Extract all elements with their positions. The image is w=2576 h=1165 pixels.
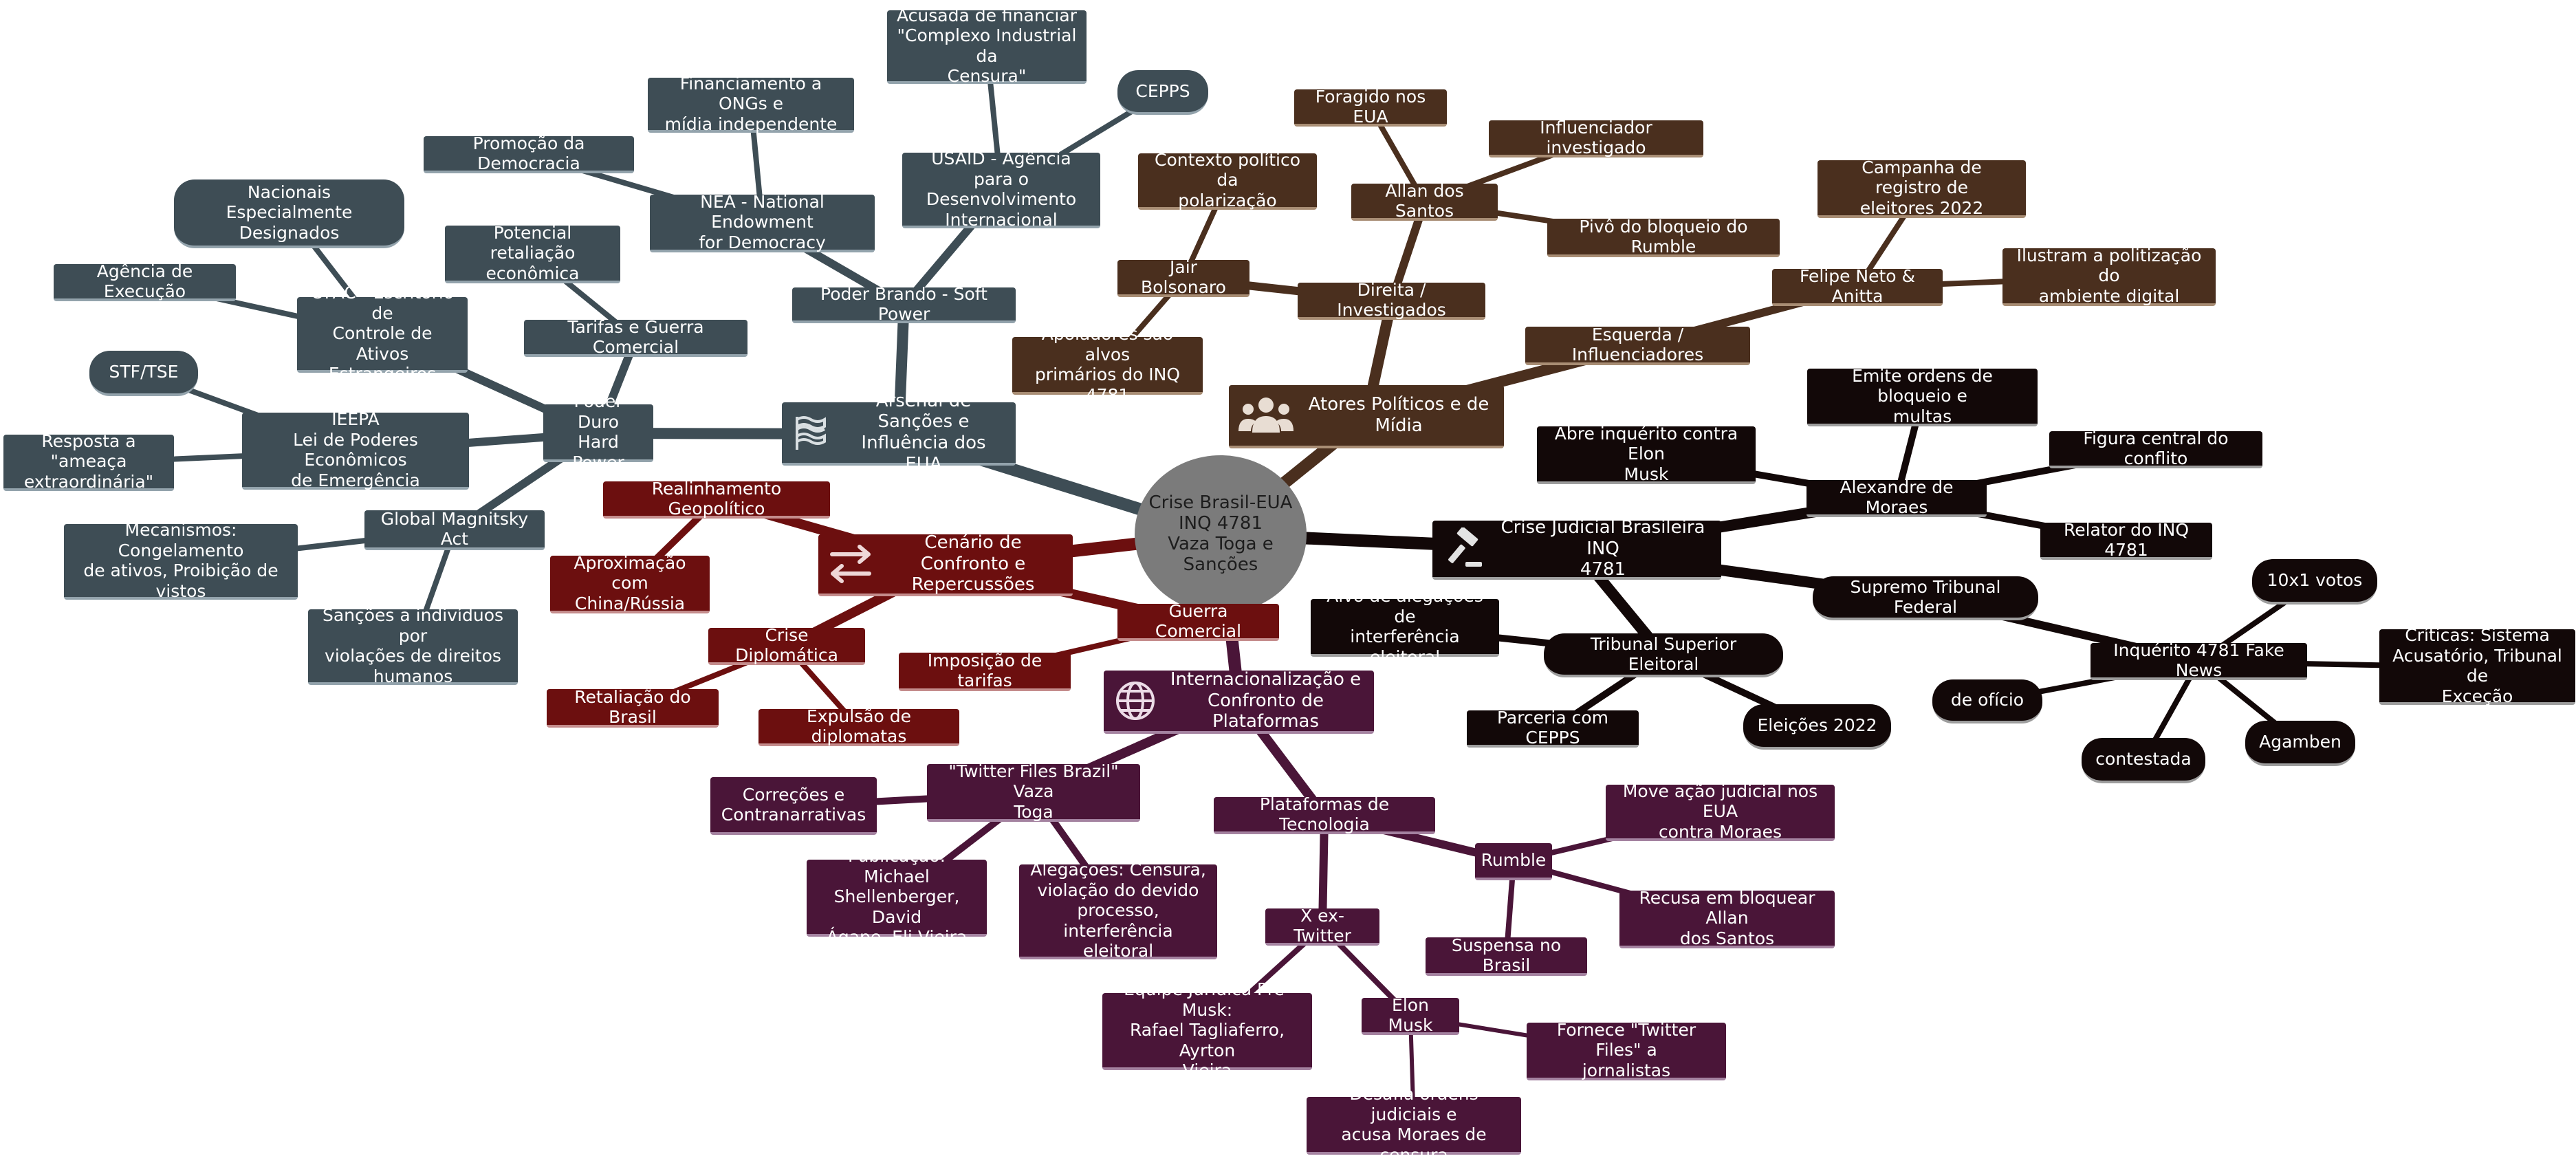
node-nea-financing[interactable]: Financiamento a ONGs e mídia independent… (648, 74, 854, 134)
node-diplomatic-crisis[interactable]: Crise Diplomática (708, 625, 865, 665)
node-soft-power[interactable]: Poder Brando - Soft Power (792, 284, 1016, 324)
node-campaign[interactable]: Campanha de registro de eleitores 2022 (1818, 157, 2026, 218)
node-contested[interactable]: contestada (2082, 738, 2205, 783)
node-opens-inquiry[interactable]: Abre inquérito contra Elon Musk (1537, 424, 1756, 484)
node-musk-provides[interactable]: Fornece "Twitter Files" a jornalistas (1527, 1020, 1726, 1080)
node-stf-tse[interactable]: STF/TSE (89, 351, 198, 396)
node-tech-platforms[interactable]: Plataformas de Tecnologia (1214, 794, 1435, 834)
node-scenario[interactable]: Cenário de Confronto e Repercussões (818, 532, 1073, 596)
node-usaid[interactable]: USAID - Agência para o Desenvolvimento I… (902, 149, 1100, 230)
node-nea[interactable]: NEA - National Endowment for Democracy (650, 192, 875, 252)
node-publication[interactable]: Publicação: Michael Shellenberger, David… (807, 846, 987, 947)
node-tariff-imposition[interactable]: Imposição de tarifas (899, 651, 1071, 691)
node-actors-label: Atores Políticos e de Mídia (1308, 394, 1489, 436)
node-moraes[interactable]: Alexandre de Moraes (1807, 477, 1987, 517)
node-execution-agency[interactable]: Agência de Execução (54, 261, 236, 301)
node-magnitsky[interactable]: Global Magnitsky Act (364, 509, 545, 550)
node-tariffs[interactable]: Tarifas e Guerra Comercial (524, 317, 747, 357)
node-right[interactable]: Direita / Investigados (1298, 280, 1485, 320)
node-left[interactable]: Esquerda / Influenciadores (1525, 325, 1750, 365)
node-usaid-accusation[interactable]: Acusada de financiar "Complexo Industria… (887, 6, 1087, 86)
node-special-nationals[interactable]: Nacionais Especialmente Designados (174, 179, 404, 248)
node-actors[interactable]: Atores Políticos e de Mídia (1229, 385, 1504, 448)
node-musk-defies[interactable]: Desafia ordens judiciais e acusa Moraes … (1307, 1084, 1521, 1165)
node-stf[interactable]: Supremo Tribunal Federal (1813, 576, 2038, 620)
node-twitter-files[interactable]: "Twitter Files Brazil" Vaza Toga (927, 761, 1140, 822)
node-mechanisms[interactable]: Mecanismos: Congelamento de ativos, Proi… (64, 520, 298, 601)
node-human-rights-sanctions[interactable]: Sanções a indivíduos por violações de di… (308, 605, 518, 686)
node-elections-2022[interactable]: Eleições 2022 (1743, 704, 1891, 750)
node-judicial[interactable]: Crise Judicial Brasileira INQ 4781 (1432, 517, 1721, 580)
node-rapporteur[interactable]: Relator do INQ 4781 (2040, 520, 2212, 560)
node-allegations[interactable]: Alegações: Censura, violação do devido p… (1019, 860, 1217, 961)
node-votes[interactable]: 10x1 votos (2252, 559, 2377, 605)
node-rapprochement[interactable]: Aproximação com China/Rússia (550, 553, 710, 613)
node-brazil-retaliation[interactable]: Retaliação do Brasil (547, 687, 719, 728)
node-economic-retaliation[interactable]: Potencial retaliação econômica (445, 223, 620, 283)
node-fugitive[interactable]: Foragido nos EUA (1294, 87, 1447, 127)
node-judicial-label: Crise Judicial Brasileira INQ 4781 (1500, 517, 1705, 580)
node-realignment[interactable]: Realinhamento Geopolítico (603, 479, 830, 519)
node-internationalization[interactable]: Internacionalização e Confronto de Plata… (1104, 669, 1374, 734)
node-nea-promotion[interactable]: Promoção da Democracia (424, 133, 634, 173)
root-node[interactable]: Crise Brasil-EUA INQ 4781 Vaza Toga e Sa… (1135, 455, 1307, 613)
node-corrections[interactable]: Correções e Contranarrativas (710, 777, 877, 835)
node-ex-officio[interactable]: de ofício (1932, 679, 2042, 723)
node-internationalization-label: Internacionalização e Confronto de Plata… (1170, 669, 1362, 732)
flag-icon (792, 391, 831, 473)
node-influencer[interactable]: Influenciador investigado (1489, 118, 1703, 157)
node-pivot[interactable]: Pivô do bloqueio do Rumble (1547, 217, 1780, 257)
node-trade-war[interactable]: Guerra Comercial (1117, 601, 1279, 641)
node-extraordinary-threat[interactable]: Resposta a "ameaça extraordinária" (3, 431, 174, 492)
node-supporters[interactable]: Apoiadores são alvos primários do INQ 47… (1012, 324, 1203, 405)
node-tse[interactable]: Tribunal Superior Eleitoral (1544, 633, 1783, 677)
node-scenario-label: Cenário de Confronto e Repercussões (911, 532, 1035, 596)
node-illustrate[interactable]: Ilustram a politização do ambiente digit… (2002, 246, 2216, 306)
node-diplomat-expulsion[interactable]: Expulsão de diplomatas (758, 706, 959, 746)
node-arsenal-label: Arsenal de Sanções e Influência dos EUA (861, 390, 986, 475)
exchange-arrows-icon (828, 522, 873, 605)
globe-icon (1113, 657, 1157, 743)
node-x-twitter[interactable]: X ex-Twitter (1265, 906, 1379, 946)
node-issues-orders[interactable]: Emite ordens de bloqueio e multas (1807, 366, 2038, 426)
node-inquiry-4781[interactable]: Inquérito 4781 Fake News (2091, 640, 2307, 680)
node-context[interactable]: Contexto político da polarização (1138, 150, 1317, 210)
gavel-icon (1442, 506, 1485, 591)
node-ofac[interactable]: OFAC - Escritório de Controle de Ativos … (297, 283, 468, 384)
node-cepps[interactable]: CEPPS (1117, 70, 1208, 115)
node-rumble-lawsuit[interactable]: Move ação judicial nos EUA contra Moraes (1606, 781, 1835, 842)
node-criticisms[interactable]: Críticas: Sistema Acusatório, Tribunal d… (2379, 625, 2575, 706)
node-bolsonaro[interactable]: Jair Bolsonaro (1117, 257, 1249, 297)
node-rumble[interactable]: Rumble (1475, 843, 1552, 880)
node-allan[interactable]: Allan dos Santos (1351, 181, 1498, 221)
node-cepps-partnership[interactable]: Parceria com CEPPS (1467, 708, 1639, 748)
node-arsenal[interactable]: Arsenal de Sanções e Influência dos EUA (782, 391, 1016, 475)
node-elon-musk[interactable]: Elon Musk (1362, 995, 1459, 1035)
users-icon (1238, 373, 1294, 457)
node-rumble-refusal[interactable]: Recusa em bloquear Allan dos Santos (1619, 888, 1835, 948)
node-agamben[interactable]: Agamben (2245, 721, 2355, 766)
node-rumble-suspended[interactable]: Suspensa no Brasil (1426, 935, 1587, 976)
node-ieepa[interactable]: IEEPA Lei de Poderes Econômicos de Emerg… (242, 409, 469, 490)
node-target-allegations[interactable]: Alvo de alegações de interferência eleit… (1311, 586, 1499, 667)
node-hard-power[interactable]: Poder Duro Hard Power (543, 391, 653, 472)
node-central-figure[interactable]: Figura central do conflito (2049, 428, 2262, 468)
node-legal-team[interactable]: Equipe Jurídica Pré-Musk: Rafael Tagliaf… (1102, 979, 1312, 1080)
node-felipe-anitta[interactable]: Felipe Neto & Anitta (1772, 266, 1943, 306)
